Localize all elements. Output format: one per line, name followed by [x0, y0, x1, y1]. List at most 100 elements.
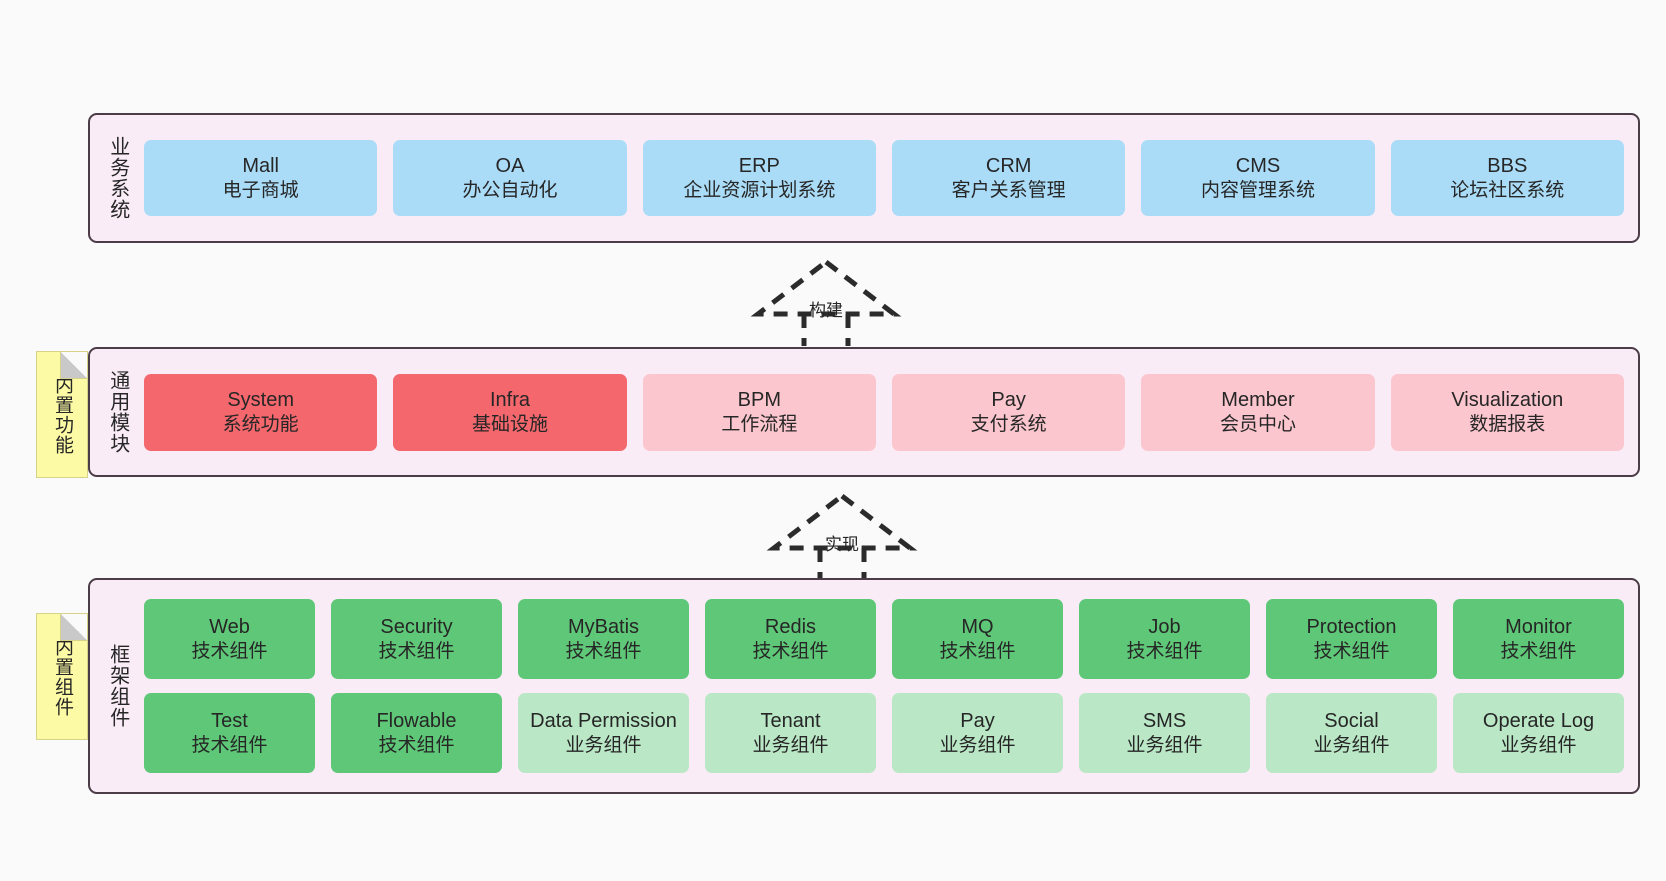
box-sms[interactable]: SMS 业务组件 [1079, 693, 1250, 773]
box-redis[interactable]: Redis 技术组件 [705, 599, 876, 679]
layer-title-common: 通用模块 [106, 370, 129, 454]
box-flowable-cn: 技术组件 [378, 734, 455, 756]
arrow-realize-glyph [766, 492, 918, 580]
box-monitor[interactable]: Monitor 技术组件 [1453, 599, 1624, 679]
layer-framework-components: 框架组件 Web 技术组件 Security 技术组件 MyBatis 技术组件… [88, 578, 1640, 794]
box-sms-cn: 业务组件 [1126, 734, 1203, 756]
box-data-permission-cn: 业务组件 [565, 734, 642, 756]
layer-business-systems: 业务系统 Mall 电子商城 OA 办公自动化 ERP 企业资源计划系统 CRM… [88, 113, 1640, 243]
box-tenant-cn: 业务组件 [752, 734, 829, 756]
box-protection[interactable]: Protection 技术组件 [1266, 599, 1437, 679]
box-visualization[interactable]: Visualization 数据报表 [1390, 373, 1624, 451]
box-crm[interactable]: CRM 客户关系管理 [891, 140, 1126, 216]
box-bpm-cn: 工作流程 [721, 413, 798, 435]
box-infra[interactable]: Infra 基础设施 [393, 373, 627, 451]
layer-title-framework: 框架组件 [106, 644, 129, 728]
box-tenant-en: Tenant [760, 710, 821, 733]
box-mq-cn: 技术组件 [939, 640, 1016, 662]
layer-common-modules: 通用模块 System 系统功能 Infra 基础设施 BPM 工作流程 Pay… [88, 347, 1640, 477]
box-mq-en: MQ [961, 616, 994, 639]
box-monitor-cn: 技术组件 [1500, 640, 1577, 662]
box-crm-cn: 客户关系管理 [951, 179, 1066, 201]
arrow-build-label: 构建 [809, 301, 843, 320]
box-pay-module[interactable]: Pay 支付系统 [891, 373, 1126, 451]
box-pay-component-en: Pay [960, 710, 995, 733]
box-erp-en: ERP [738, 155, 780, 178]
box-erp[interactable]: ERP 企业资源计划系统 [642, 140, 876, 216]
box-erp-cn: 企业资源计划系统 [683, 179, 836, 201]
layer-title-business: 业务系统 [106, 136, 129, 220]
box-mq[interactable]: MQ 技术组件 [892, 599, 1063, 679]
box-oa-cn: 办公自动化 [462, 179, 558, 201]
box-infra-en: Infra [489, 389, 530, 412]
box-visualization-cn: 数据报表 [1469, 413, 1546, 435]
box-bbs[interactable]: BBS 论坛社区系统 [1390, 140, 1624, 216]
box-mall-cn: 电子商城 [222, 179, 299, 201]
layer-body-business: Mall 电子商城 OA 办公自动化 ERP 企业资源计划系统 CRM 客户关系… [144, 115, 1638, 241]
box-test[interactable]: Test 技术组件 [144, 693, 315, 773]
box-system-cn: 系统功能 [222, 413, 299, 435]
framework-row-tech: Web 技术组件 Security 技术组件 MyBatis 技术组件 Redi… [144, 599, 1624, 679]
box-bpm[interactable]: BPM 工作流程 [642, 373, 876, 451]
box-bpm-en: BPM [737, 389, 781, 412]
box-job[interactable]: Job 技术组件 [1079, 599, 1250, 679]
box-job-en: Job [1148, 616, 1181, 639]
box-social[interactable]: Social 业务组件 [1266, 693, 1437, 773]
box-protection-cn: 技术组件 [1313, 640, 1390, 662]
box-flowable[interactable]: Flowable 技术组件 [331, 693, 502, 773]
box-social-en: Social [1324, 710, 1379, 733]
box-social-cn: 业务组件 [1313, 734, 1390, 756]
box-member-cn: 会员中心 [1219, 413, 1296, 435]
box-operate-log-cn: 业务组件 [1500, 734, 1577, 756]
box-pay-component[interactable]: Pay 业务组件 [892, 693, 1063, 773]
box-visualization-en: Visualization [1451, 389, 1564, 412]
box-tenant[interactable]: Tenant 业务组件 [705, 693, 876, 773]
box-system-en: System [227, 389, 294, 412]
box-data-permission[interactable]: Data Permission 业务组件 [518, 693, 689, 773]
layer-body-framework: Web 技术组件 Security 技术组件 MyBatis 技术组件 Redi… [144, 580, 1638, 792]
box-security[interactable]: Security 技术组件 [331, 599, 502, 679]
box-operate-log-en: Operate Log [1482, 710, 1595, 733]
box-pay-module-en: Pay [991, 389, 1026, 412]
box-bbs-en: BBS [1487, 155, 1528, 178]
box-mall[interactable]: Mall 电子商城 [144, 140, 378, 216]
arrow-realize-label: 实现 [825, 535, 859, 554]
box-member-en: Member [1221, 389, 1295, 412]
box-job-cn: 技术组件 [1126, 640, 1203, 662]
box-cms-en: CMS [1235, 155, 1281, 178]
box-test-en: Test [211, 710, 248, 733]
framework-row-biz: Test 技术组件 Flowable 技术组件 Data Permission … [144, 693, 1624, 773]
note-builtin-function: 内置功能 [36, 351, 88, 478]
box-security-cn: 技术组件 [378, 640, 455, 662]
arrow-build: 构建 [746, 256, 906, 346]
box-operate-log[interactable]: Operate Log 业务组件 [1453, 693, 1624, 773]
box-system[interactable]: System 系统功能 [144, 373, 378, 451]
box-test-cn: 技术组件 [191, 734, 268, 756]
box-web-cn: 技术组件 [191, 640, 268, 662]
box-member[interactable]: Member 会员中心 [1141, 373, 1375, 451]
box-oa[interactable]: OA 办公自动化 [393, 140, 627, 216]
box-mybatis-cn: 技术组件 [565, 640, 642, 662]
box-web[interactable]: Web 技术组件 [144, 599, 315, 679]
box-redis-en: Redis [764, 616, 817, 639]
box-cms-cn: 内容管理系统 [1200, 179, 1315, 201]
layer-body-common: System 系统功能 Infra 基础设施 BPM 工作流程 Pay 支付系统… [144, 349, 1638, 475]
box-flowable-en: Flowable [376, 710, 457, 733]
box-monitor-en: Monitor [1505, 616, 1572, 639]
arrow-realize: 实现 [762, 490, 922, 580]
box-data-permission-en: Data Permission [530, 710, 677, 733]
box-redis-cn: 技术组件 [752, 640, 829, 662]
box-crm-en: CRM [985, 155, 1032, 178]
box-mybatis[interactable]: MyBatis 技术组件 [518, 599, 689, 679]
box-bbs-cn: 论坛社区系统 [1450, 179, 1565, 201]
box-mybatis-en: MyBatis [567, 616, 640, 639]
common-row: System 系统功能 Infra 基础设施 BPM 工作流程 Pay 支付系统… [144, 373, 1624, 451]
box-infra-cn: 基础设施 [471, 413, 548, 435]
box-pay-module-cn: 支付系统 [970, 413, 1047, 435]
box-protection-en: Protection [1306, 616, 1397, 639]
business-row: Mall 电子商城 OA 办公自动化 ERP 企业资源计划系统 CRM 客户关系… [144, 140, 1624, 216]
box-cms[interactable]: CMS 内容管理系统 [1141, 140, 1375, 216]
box-web-en: Web [209, 616, 250, 639]
box-sms-en: SMS [1142, 710, 1187, 733]
